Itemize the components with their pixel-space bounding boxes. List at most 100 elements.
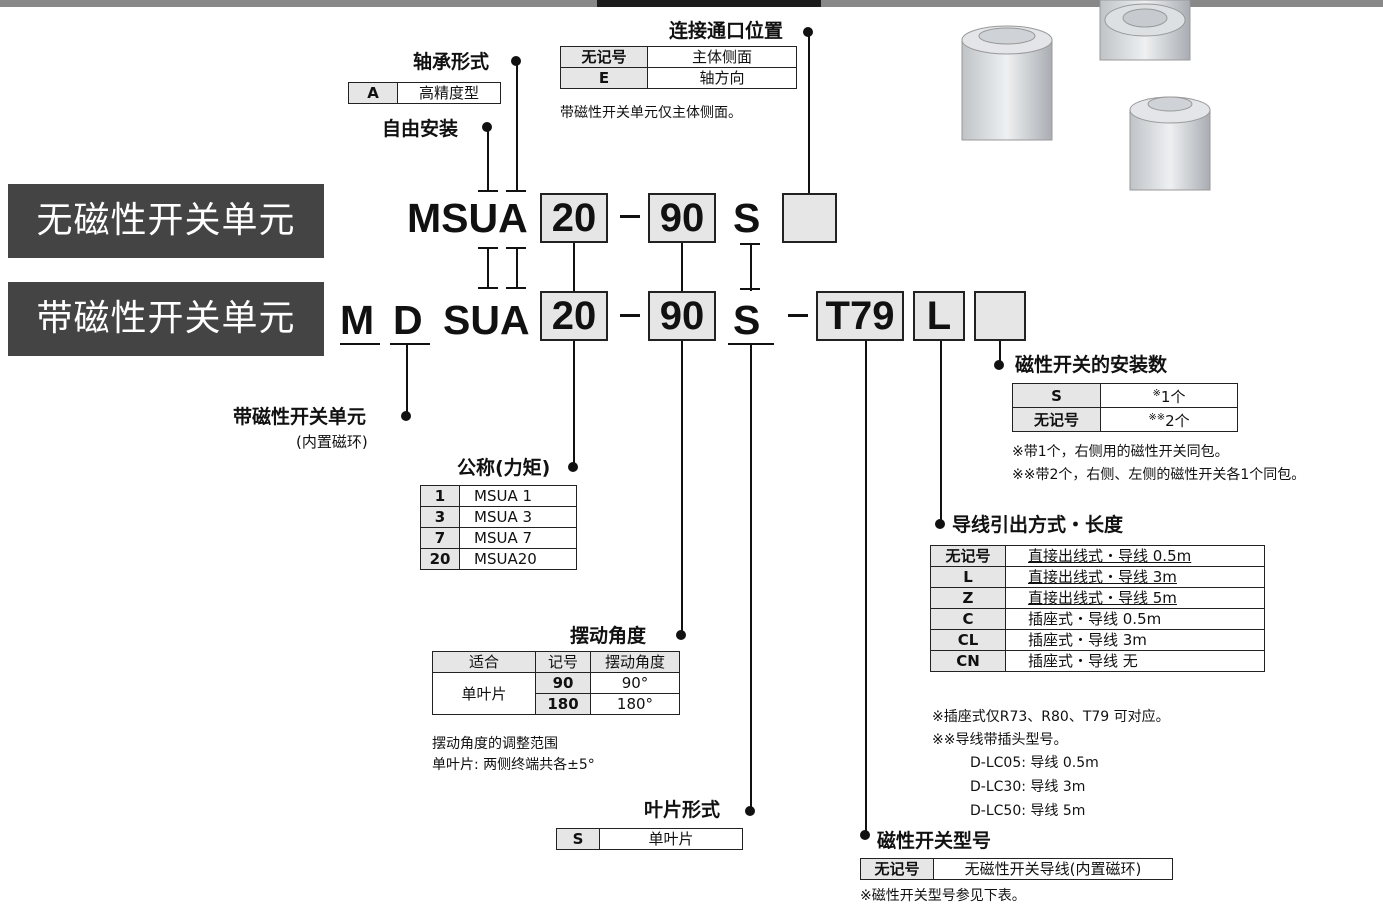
leader-with-unit bbox=[406, 344, 408, 416]
port-key: 无记号 bbox=[560, 46, 648, 68]
switch-box-row2: T79 bbox=[816, 291, 904, 341]
tick bbox=[478, 287, 498, 289]
table-row: 180 180° bbox=[433, 693, 680, 715]
angle-key: 180 bbox=[535, 693, 591, 715]
underline bbox=[390, 343, 430, 345]
leader-vane bbox=[750, 344, 752, 810]
tick bbox=[740, 243, 760, 245]
connector bbox=[573, 243, 575, 291]
leader-torque bbox=[573, 341, 575, 467]
connector bbox=[681, 243, 683, 291]
switch-model-table: 无记号 无磁性开关导线(内置磁环) bbox=[860, 858, 1173, 880]
table-row: 无记号 主体侧面 bbox=[560, 46, 797, 68]
vane-code-row1: S bbox=[733, 195, 761, 241]
switch-model-note: ※磁性开关型号参见下表。 bbox=[860, 888, 1026, 904]
lead-value: 直接出线式・导线 5m bbox=[1005, 587, 1265, 609]
torque-value: MSUA20 bbox=[459, 548, 577, 570]
torque-value: MSUA 3 bbox=[459, 506, 577, 528]
lead-note-4: D-LC30: 导线 3m bbox=[970, 779, 1086, 795]
count-key: S bbox=[1012, 383, 1101, 408]
port-table: 无记号 主体侧面 E 轴方向 bbox=[560, 46, 797, 89]
dot bbox=[511, 56, 521, 66]
label-with-unit-sub: (内置磁环) bbox=[296, 433, 368, 451]
dash bbox=[788, 314, 808, 317]
dash bbox=[620, 215, 640, 218]
dot bbox=[482, 122, 492, 132]
dot bbox=[676, 630, 686, 640]
lead-note-3: D-LC05: 导线 0.5m bbox=[970, 755, 1099, 771]
table-row: 单叶片 90 90° bbox=[432, 672, 680, 715]
leader-angle bbox=[681, 341, 683, 635]
torque-value: MSUA 7 bbox=[459, 527, 577, 549]
angle-value: 90° bbox=[590, 672, 680, 694]
table-row: 无记号直接出线式・导线 0.5m bbox=[930, 545, 1265, 567]
count-value: 1个 bbox=[1160, 388, 1186, 406]
dot bbox=[568, 462, 578, 472]
port-key: E bbox=[560, 67, 648, 89]
lead-key: 无记号 bbox=[930, 545, 1006, 567]
lead-box-row2: L bbox=[913, 291, 965, 341]
lead-value: 插座式・导线 无 bbox=[1005, 650, 1265, 672]
angle-note-1: 摆动角度的调整范围 bbox=[432, 736, 558, 752]
count-value: 2个 bbox=[1165, 412, 1190, 430]
count-note-1: ※带1个，右侧用的磁性开关同包。 bbox=[1012, 444, 1229, 460]
dot bbox=[803, 27, 813, 37]
lead-key: Z bbox=[930, 587, 1006, 609]
port-value: 轴方向 bbox=[647, 67, 797, 89]
tick bbox=[506, 287, 526, 289]
lead-key: L bbox=[930, 566, 1006, 588]
dot bbox=[935, 519, 945, 529]
lead-value: 插座式・导线 0.5m bbox=[1005, 608, 1265, 630]
angle-table: 适合 记号 摆动角度 单叶片 90 90° 180 180° bbox=[432, 651, 680, 715]
lead-value: 直接出线式・导线 3m bbox=[1005, 566, 1265, 588]
leader-switch-model bbox=[865, 341, 867, 835]
bearing-table: A 高精度型 bbox=[348, 82, 501, 104]
connector bbox=[750, 243, 752, 291]
product-photo bbox=[961, 0, 1211, 191]
dash bbox=[620, 314, 640, 317]
label-port-position: 连接通口位置 bbox=[669, 20, 784, 42]
leader-port bbox=[808, 33, 810, 193]
lead-key: CN bbox=[930, 650, 1006, 672]
vane-code-row2: S bbox=[733, 297, 761, 343]
connector bbox=[487, 248, 489, 288]
angle-header: 记号 bbox=[535, 651, 591, 673]
count-table: S ※1个 无记号 ※※2个 bbox=[1012, 383, 1238, 432]
banner-with-switch: 带磁性开关单元 bbox=[8, 282, 324, 356]
table-row: S 单叶片 bbox=[556, 828, 743, 850]
bearing-key: A bbox=[348, 82, 398, 104]
angle-header: 摆动角度 bbox=[590, 651, 680, 673]
underline bbox=[340, 343, 380, 345]
actuator-small bbox=[1129, 96, 1211, 191]
table-row: 无记号 无磁性开关导线(内置磁环) bbox=[860, 858, 1173, 880]
tick bbox=[506, 190, 526, 192]
lead-value: 插座式・导线 3m bbox=[1005, 629, 1265, 651]
code-msua-row1: MSUA bbox=[407, 195, 528, 241]
count-mark: ※※ bbox=[1148, 412, 1166, 423]
code-m: M bbox=[340, 297, 375, 343]
leader-count bbox=[999, 341, 1001, 365]
label-switch-model: 磁性开关型号 bbox=[877, 830, 992, 852]
count-box-row2 bbox=[974, 291, 1026, 341]
label-switch-count: 磁性开关的安装数 bbox=[1015, 354, 1168, 376]
torque-key: 1 bbox=[420, 485, 460, 507]
angle-note-2: 单叶片: 两侧终端共各±5° bbox=[432, 757, 595, 773]
vane-table: S 单叶片 bbox=[556, 828, 743, 850]
leader-lead bbox=[940, 341, 942, 524]
port-note: 带磁性开关单元仅主体侧面。 bbox=[560, 105, 742, 121]
table-row: 适合 记号 摆动角度 bbox=[432, 651, 680, 673]
dot bbox=[745, 806, 755, 816]
count-mark: ※ bbox=[1152, 388, 1161, 399]
bearing-value: 高精度型 bbox=[397, 82, 501, 104]
torque-box-row2: 20 bbox=[540, 291, 608, 341]
leader-bearing bbox=[516, 62, 518, 192]
